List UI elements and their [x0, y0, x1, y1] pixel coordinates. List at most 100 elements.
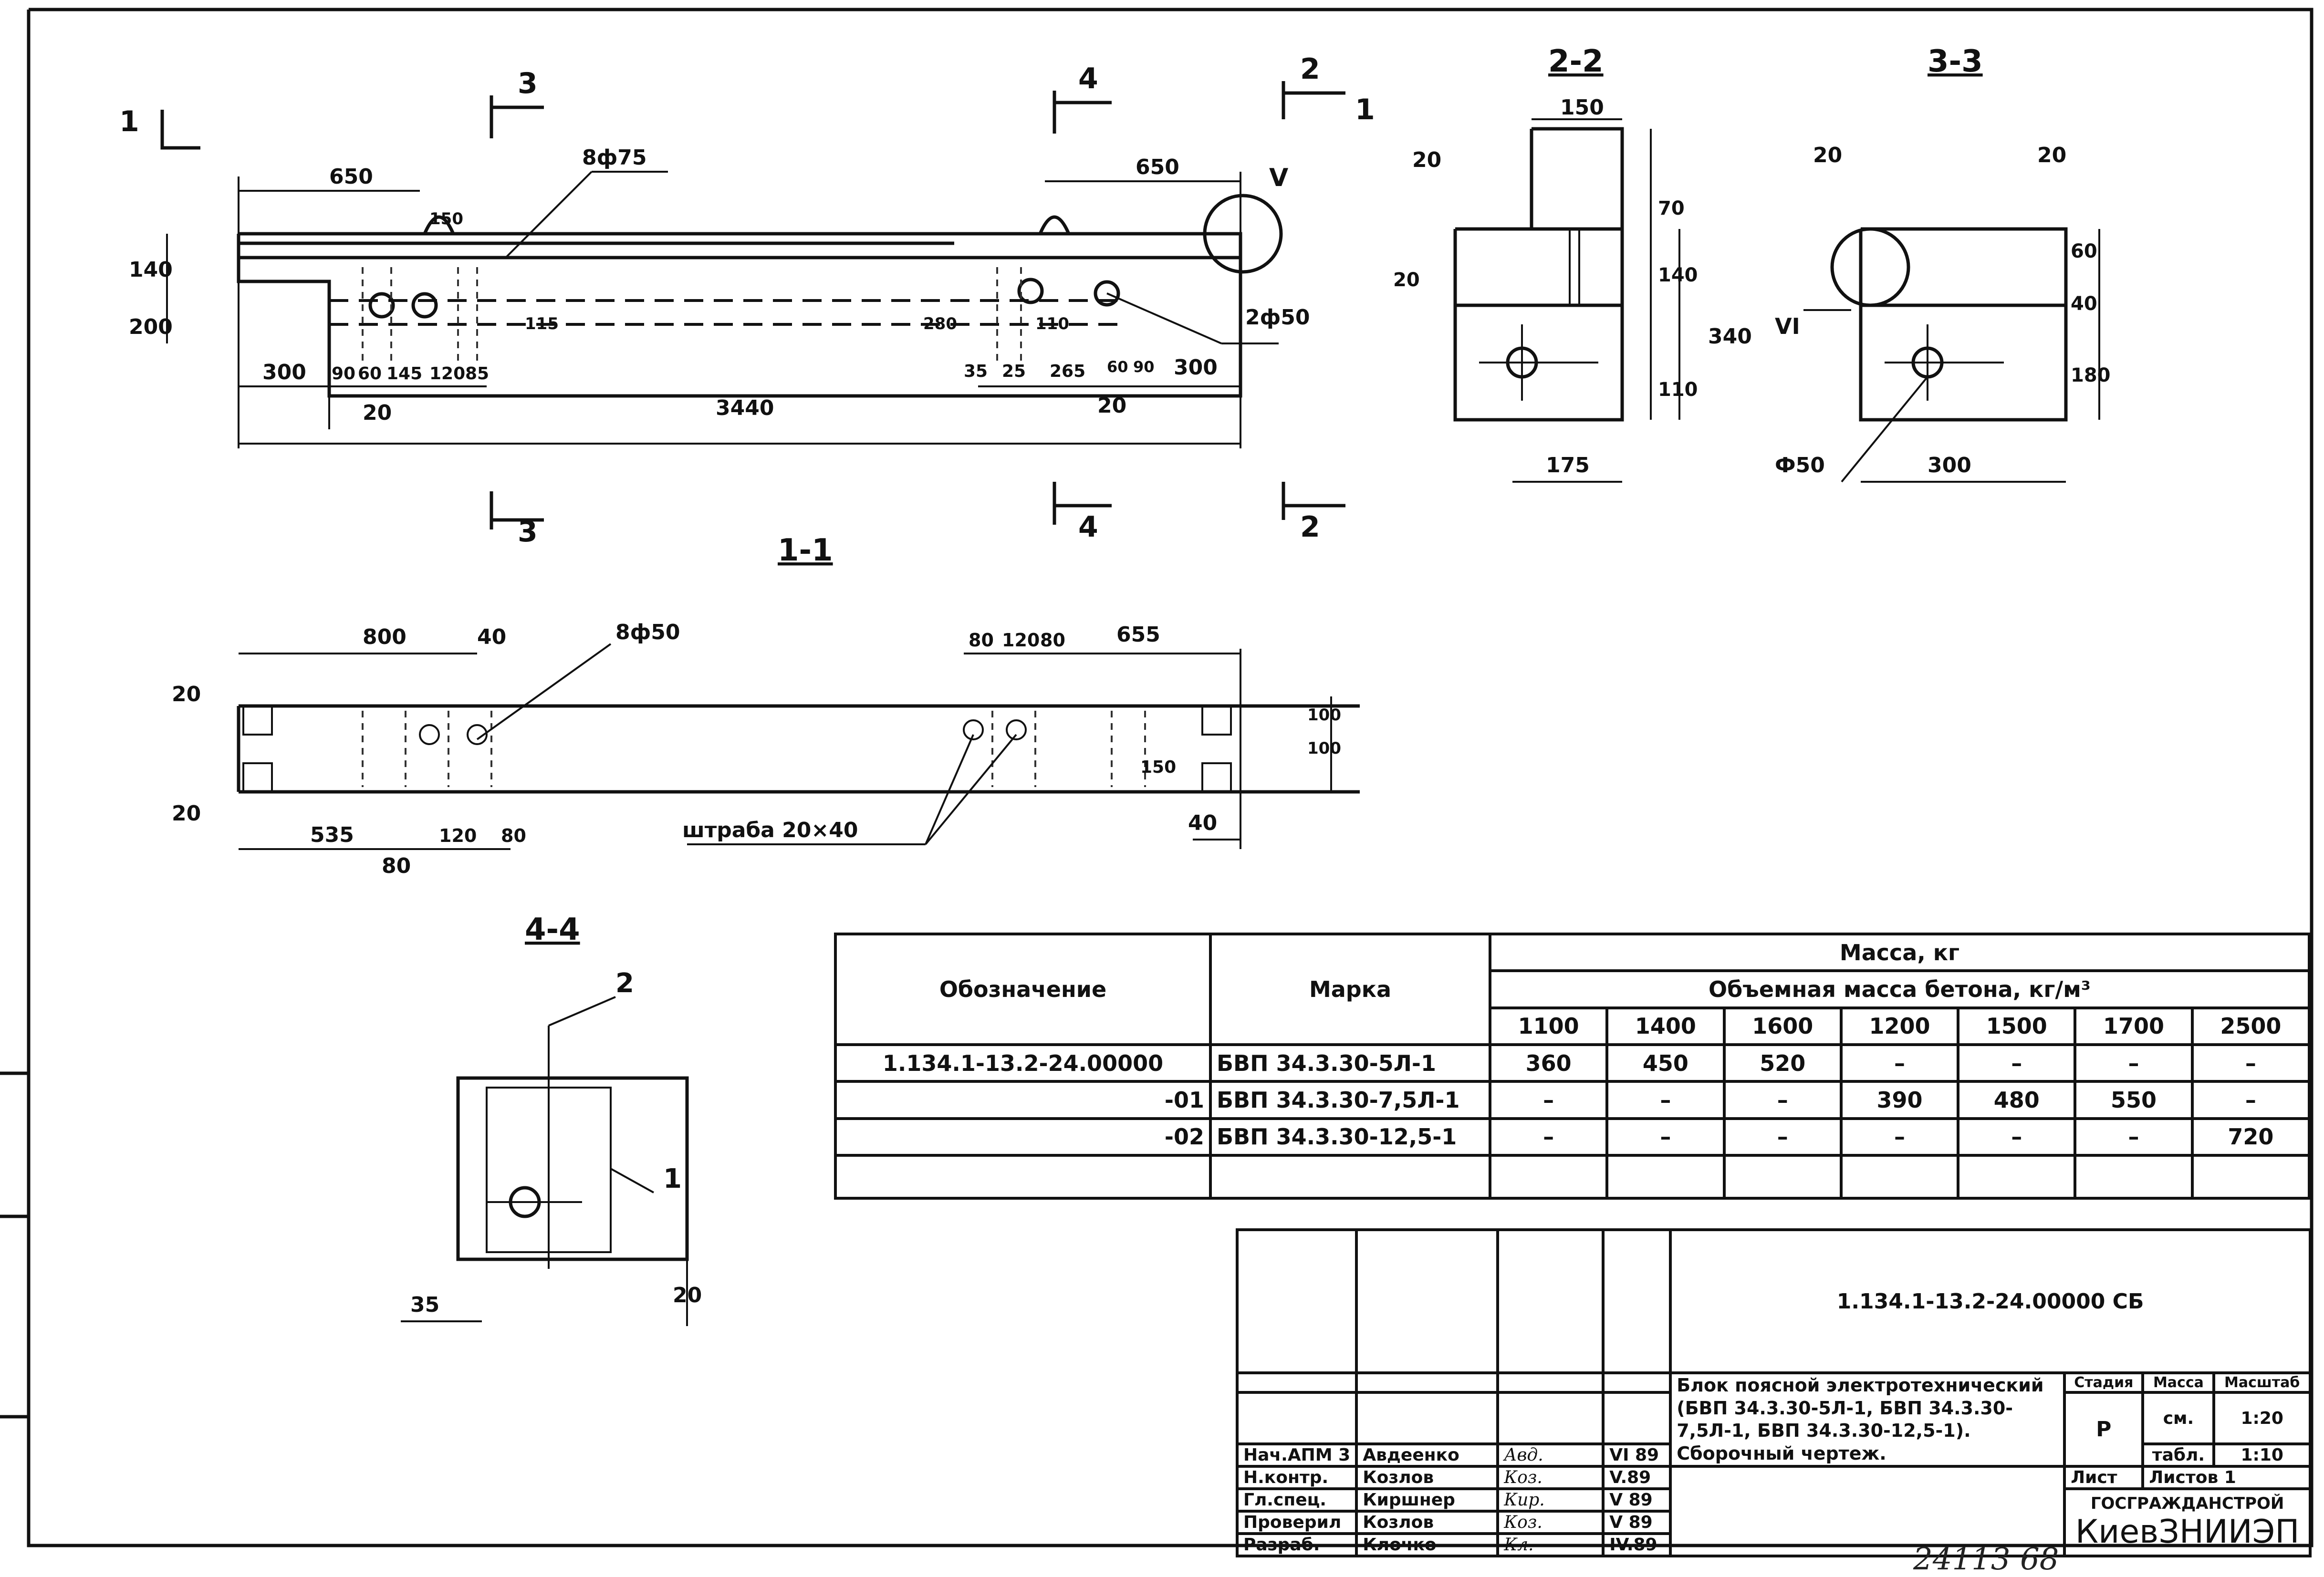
plan-dim-120: 120: [439, 825, 477, 846]
density-cell: 2500: [2190, 1006, 2311, 1046]
node-label-vi: VI: [1775, 313, 1800, 339]
s22-dim-20: 20: [1412, 148, 1441, 172]
dim-200: 200: [129, 315, 173, 339]
section-cut-markers: [160, 81, 1345, 529]
organization: ГОСГРАЖДАНСТРОЙ КиевЗНИИЭП: [2063, 1487, 2312, 1557]
scale-value-2: 1:10: [2212, 1442, 2312, 1468]
staff-name: Козлов: [1355, 1510, 1500, 1535]
dim-140: 140: [129, 258, 173, 282]
spec-value: –: [1605, 1080, 1726, 1120]
s33-f50: Ф50: [1775, 453, 1825, 477]
plan-dim-800: 800: [363, 625, 406, 649]
section-4-4-labels: 4-4 2 1 35 20: [410, 912, 702, 1317]
section-3-3-labels: 3-3 20 20 60 40 180 300 Ф50 VI: [1775, 44, 2111, 477]
staff-signature: Коз.: [1496, 1465, 1605, 1490]
plan-dim-40-right: 40: [1188, 811, 1217, 835]
plan-dim-120-top: 120: [1002, 630, 1040, 651]
staff-role: Разраб.: [1235, 1532, 1358, 1557]
staff-name: Киршнер: [1355, 1487, 1500, 1513]
section-3-3: [1803, 227, 2100, 483]
spec-value: 520: [1722, 1043, 1843, 1083]
dim-300-right: 300: [1174, 355, 1218, 380]
spec-designation: -02: [834, 1117, 1212, 1157]
mass-value-2: табл.: [2141, 1442, 2216, 1468]
spec-value: –: [1722, 1117, 1843, 1157]
section-title-1-1: 1-1: [778, 533, 833, 568]
section-title-3-3: 3-3: [1928, 44, 1983, 79]
cut-label-3-bottom: 3: [518, 515, 538, 549]
spec-mark: БВП 34.3.30-5Л-1: [1209, 1043, 1491, 1083]
density-cell: 1200: [1839, 1006, 1960, 1046]
section-title-4-4: 4-4: [525, 912, 580, 947]
sheet-frame: [0, 8, 2314, 1547]
spec-mark: БВП 34.3.30-12,5-1: [1209, 1117, 1491, 1157]
staff-date: VI 89: [1602, 1442, 1672, 1468]
density-cell: 1600: [1722, 1006, 1843, 1046]
spec-designation: 1.134.1-13.2-24.00000: [834, 1043, 1212, 1083]
organization-institute: КиевЗНИИЭП: [2075, 1513, 2300, 1551]
plan-1-1: [237, 643, 1360, 850]
spec-value: –: [1488, 1080, 1609, 1120]
spec-header-designation: Обозначение: [834, 933, 1212, 1046]
staff-date: V 89: [1602, 1510, 1672, 1535]
staff-role: Н.контр.: [1235, 1465, 1358, 1490]
staff-signature: Авд.: [1496, 1442, 1605, 1468]
spec-value: 360: [1488, 1043, 1609, 1083]
spec-header-density: Объемная масса бетона, кг/м³: [1489, 969, 2311, 1009]
spec-row: -02 БВП 34.3.30-12,5-1 – – – – – – 720: [834, 1117, 2311, 1157]
dim-150: 150: [429, 209, 463, 228]
mass-label: Масса: [2141, 1371, 2216, 1394]
staff-name: Клочко: [1355, 1532, 1500, 1557]
s33-dim-40: 40: [2071, 293, 2097, 315]
spec-density-row: 1100 1400 1600 1200 1500 1700 2500: [835, 1006, 2311, 1046]
beam-elevation: [166, 171, 1283, 448]
staff-signature: Коз.: [1496, 1510, 1605, 1535]
cut-label-1-right: 1: [1355, 93, 1375, 126]
s22-dim-140: 140: [1658, 264, 1698, 286]
dim-265: 265: [1050, 362, 1085, 381]
section-title-2-2: 2-2: [1548, 44, 1604, 79]
density-cell: 1700: [2074, 1006, 2194, 1046]
cut-label-4-bottom: 4: [1078, 510, 1098, 544]
spec-value: –: [2074, 1117, 2194, 1157]
s22-dim-20-vertical: 20: [1393, 269, 1420, 291]
elevation-labels: 1 3 3 4 4 2 2 1 V 650 650 8ф75 2ф50 200 …: [119, 52, 1375, 549]
spec-value: –: [2190, 1043, 2311, 1083]
density-cell: 1400: [1605, 1006, 1726, 1046]
staff-signature: Кир.: [1496, 1487, 1605, 1513]
plan-dim-80: 80: [501, 825, 526, 846]
staff-role: Гл.спец.: [1235, 1487, 1358, 1513]
dim-35: 35: [964, 362, 988, 381]
spec-value: –: [1488, 1117, 1609, 1157]
spec-header-mass: Масса, кг: [1489, 932, 2311, 973]
lead-label-1: 1: [663, 1163, 682, 1194]
spec-header-row: Объемная масса бетона, кг/м³: [835, 969, 2311, 1009]
spec-row: -01 БВП 34.3.30-7,5Л-1 – – – 390 480 550…: [834, 1080, 2311, 1120]
s33-dim-60: 60: [2071, 240, 2097, 262]
s22-dim-110: 110: [1658, 379, 1698, 401]
s44-dim-35: 35: [410, 1293, 439, 1317]
dim-120: 120: [429, 364, 465, 384]
cut-label-2-bottom: 2: [1300, 510, 1320, 544]
dim-3440: 3440: [716, 396, 774, 420]
plan-dim-535: 535: [310, 823, 354, 847]
sheets-count: Листов 1: [2141, 1465, 2312, 1490]
spec-value: 390: [1839, 1080, 1960, 1120]
dim-8f75: 8ф75: [582, 145, 647, 170]
staff-date: IV.89: [1602, 1532, 1672, 1557]
staff-date: V.89: [1602, 1465, 1672, 1490]
spec-designation: -01: [834, 1080, 1212, 1120]
title-block: 1.134.1-13.2-24.00000 СБ Блок поясной эл…: [1235, 1228, 2312, 1557]
s33-dim-20-right: 20: [2037, 143, 2066, 167]
dim-90-right: 90: [1133, 358, 1155, 376]
dim-2f50: 2ф50: [1245, 305, 1310, 330]
plan-dim-8f50: 8ф50: [615, 620, 680, 644]
dim-60-right: 60: [1107, 358, 1128, 376]
spec-value: –: [2074, 1043, 2194, 1083]
density-cell: 1500: [1957, 1006, 2077, 1046]
sheet-label: Лист: [2063, 1465, 2145, 1490]
density-cell: 1100: [1488, 1006, 1609, 1046]
plan-dim-20-top: 20: [172, 682, 201, 706]
dim-110: 110: [1035, 314, 1069, 333]
staff-role: Нач.АПМ 3: [1235, 1442, 1358, 1468]
